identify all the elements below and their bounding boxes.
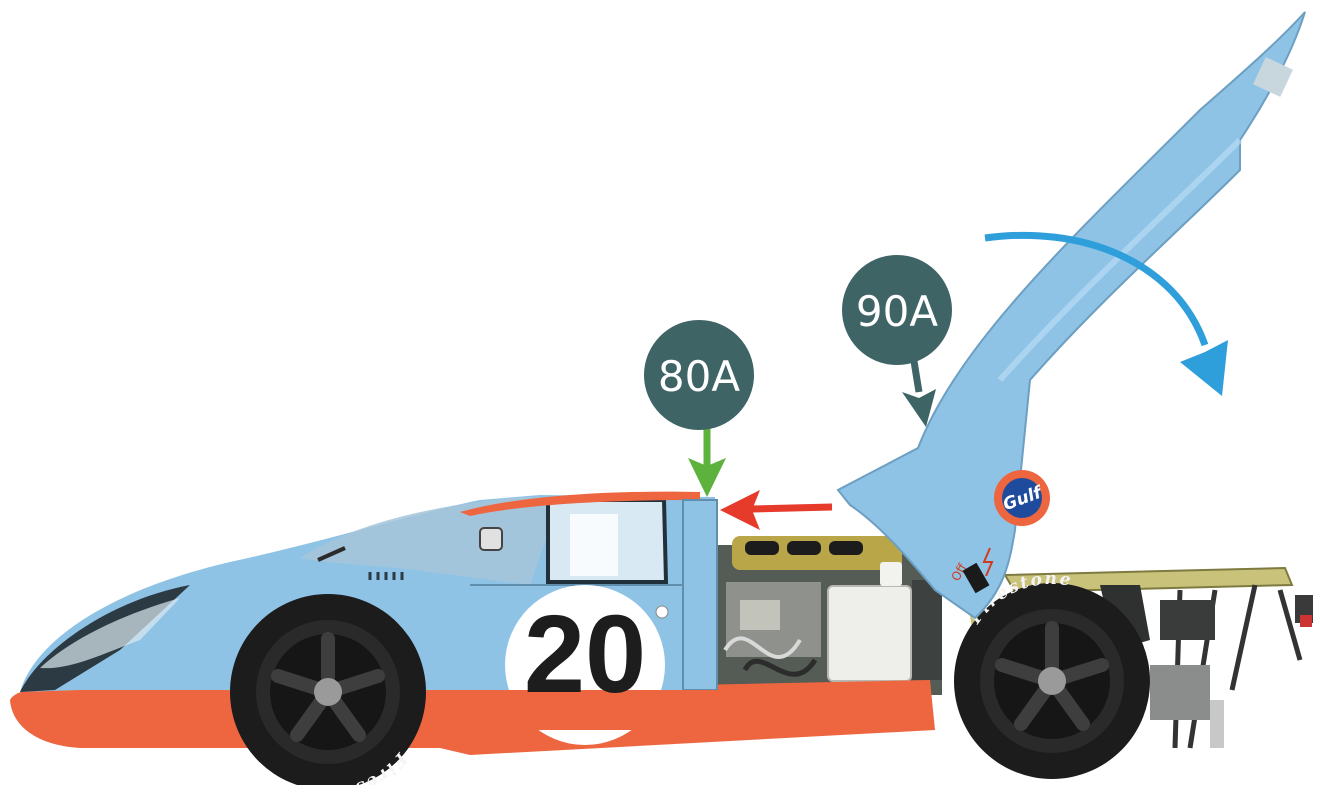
callout-90a: 90A xyxy=(842,255,952,365)
callout-80a-label: 80A xyxy=(658,352,740,401)
grey-pointer-arrow xyxy=(902,355,936,427)
front-wheel: Firestone xyxy=(230,594,426,785)
green-pointer-arrow xyxy=(688,420,726,497)
callout-80a: 80A xyxy=(644,320,754,430)
red-direction-arrow xyxy=(720,490,832,530)
race-number: 20 xyxy=(524,593,646,716)
callout-90a-label: 90A xyxy=(856,287,938,336)
